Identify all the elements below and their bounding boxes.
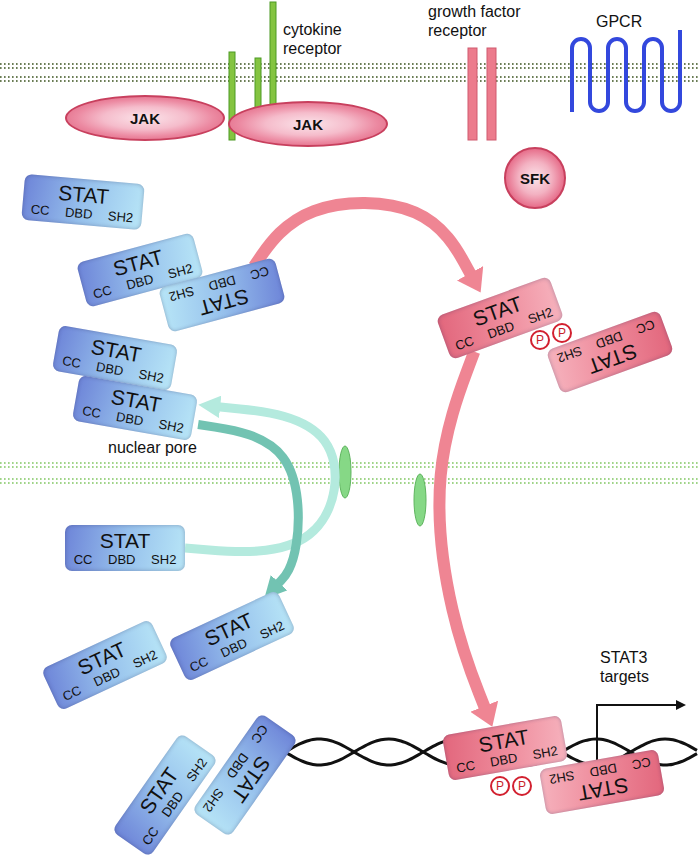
nuclear-pore	[339, 446, 351, 498]
node-text: SFK	[520, 170, 550, 187]
pathway-arrow	[198, 425, 298, 585]
label-text: STAT3 targets	[600, 648, 670, 686]
label-text: nuclear pore	[108, 438, 197, 457]
phosphate-mark: P	[530, 330, 550, 350]
jak-kinase: JAK	[228, 101, 388, 147]
label-text: cytokine receptor	[283, 20, 361, 58]
stat-protein: STATCC DBD SH2	[41, 619, 169, 711]
node-text: P	[536, 334, 544, 347]
stat-protein: STATCC DBD SH2	[192, 713, 299, 838]
stat-protein: STATCC DBD SH2	[65, 525, 185, 571]
node-text: CC DBD SH2	[74, 552, 177, 567]
stat-protein: STATCC DBD SH2	[72, 375, 198, 441]
cell-membrane	[0, 64, 698, 81]
node-text: STAT	[100, 530, 151, 552]
node-text: P	[496, 780, 504, 793]
node-text: JAK	[293, 116, 323, 133]
phosphate-mark: P	[490, 776, 510, 796]
node-text: JAK	[130, 110, 160, 127]
node-text: CC DBD SH2	[30, 201, 134, 225]
node-text: P	[518, 780, 526, 793]
label-text: growth factor receptor	[428, 2, 538, 40]
pathway-arrow	[254, 203, 471, 275]
node-text: P	[558, 327, 566, 340]
nuclear-pore	[414, 474, 426, 526]
stat-protein: STATCC DBD SH2	[21, 174, 145, 230]
phosphate-mark: P	[552, 323, 572, 343]
phosphate-mark: P	[512, 776, 532, 796]
pathway-arrow	[440, 352, 486, 709]
stat-protein: STATCC DBD SH2	[168, 590, 296, 682]
jak-kinase: JAK	[65, 95, 225, 141]
sfk-kinase: SFK	[504, 147, 566, 209]
label-text: GPCR	[596, 12, 642, 31]
gpcr-receptor	[572, 30, 680, 112]
growth-factor-receptor	[468, 48, 496, 140]
